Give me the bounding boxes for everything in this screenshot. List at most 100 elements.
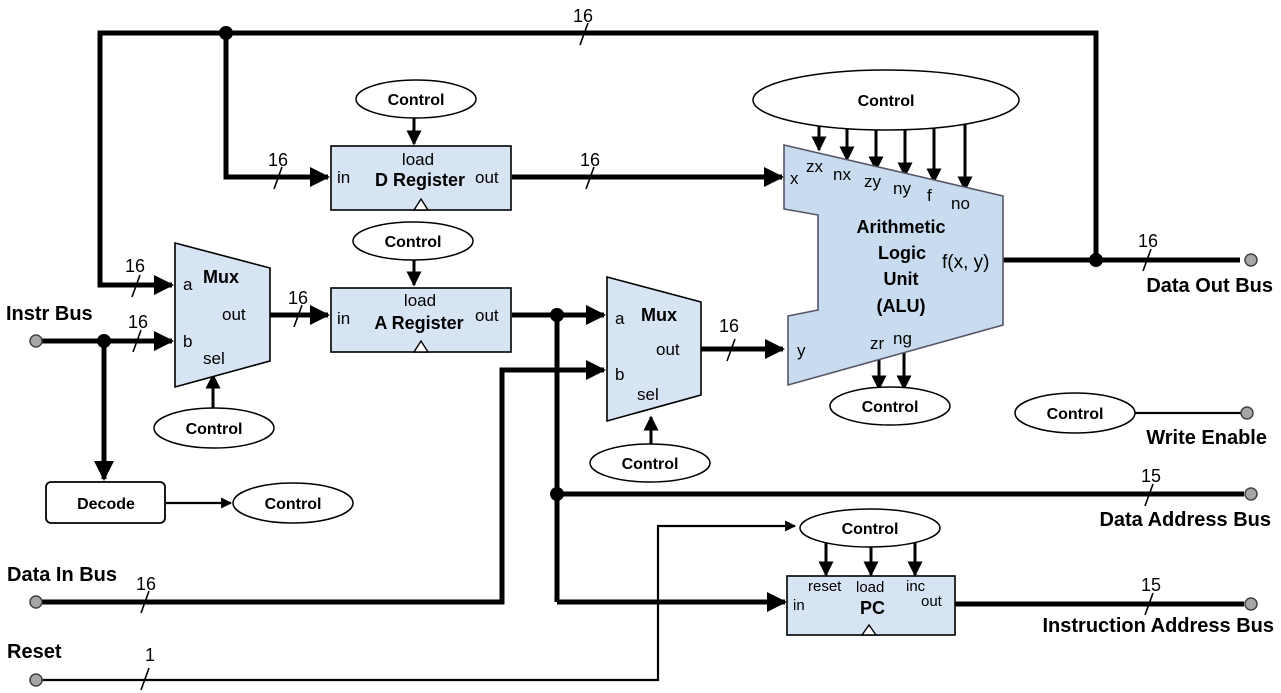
width-instruction-address: 15 [1141,575,1161,595]
width-data-address: 15 [1141,466,1161,486]
alu-line4: (ALU) [877,296,926,316]
pin-data-address-bus[interactable] [1244,487,1258,501]
control-label: Control [186,421,243,438]
control-ellipse [352,221,474,261]
control-write-enable: Control [1014,392,1136,434]
control-label: Control [265,496,322,513]
data-out-bus-label: Data Out Bus [1146,275,1273,297]
mux-1-out: out [222,305,246,324]
width-ticks [131,22,1154,691]
tick [140,667,150,691]
width-reset: 1 [145,645,155,665]
d-register-out: out [475,168,499,187]
controls: Control Control Control Control Control … [153,69,1136,548]
mux-2-a: a [615,309,625,328]
pc-reset: reset [808,578,842,595]
feedback-bus [97,30,1099,295]
pin-reset[interactable] [29,673,43,687]
control-label: Control [842,521,899,538]
control-pc: Control [799,508,941,548]
control-ellipse [232,482,354,524]
reset-label: Reset [7,641,62,663]
d-register-load: load [402,150,434,169]
d-register: in load D Register out [330,145,512,211]
control-label: Control [622,456,679,473]
control-label: Control [862,399,919,416]
width-mux1-out: 16 [288,288,308,308]
a-register-name: A Register [374,313,463,333]
pc-inc: inc [906,578,926,595]
pins [29,253,1258,687]
alu-line3: Unit [884,269,919,289]
control-ellipse [1014,392,1136,434]
d-register-in: in [337,168,350,187]
tick [132,329,142,353]
junction-a-out [550,308,564,322]
control-ellipse [752,69,1020,131]
junctions [97,26,1103,501]
tick [585,166,595,190]
decode-label: Decode [77,496,135,513]
width-alu-out: 16 [1138,231,1158,251]
data-in-bus-label: Data In Bus [7,564,117,586]
control-ellipse [153,407,275,449]
data-address-bus-label: Data Address Bus [1099,509,1271,531]
instruction-address-bus-label: Instruction Address Bus [1042,615,1274,637]
mux-2-b: b [615,365,624,384]
pin-write-enable[interactable] [1240,406,1254,420]
a-register: in load A Register out [330,287,512,353]
tick [726,338,736,362]
pin-data-out-bus[interactable] [1244,253,1258,267]
alu-line1: Arithmetic [856,217,945,237]
pin-instr-bus[interactable] [29,334,43,348]
data-in-wire [42,360,606,605]
control-label: Control [1047,406,1104,423]
control-ellipse [829,386,951,426]
write-enable-label: Write Enable [1146,427,1267,449]
alu-body [783,143,1004,387]
width-feedback: 16 [573,6,593,26]
control-ellipse [799,508,941,548]
width-labels: 16 16 16 16 16 16 16 16 15 15 16 1 [125,6,1161,665]
alu-no: no [951,194,970,213]
feedback-to-d-register [223,33,330,187]
pin-instruction-address-bus[interactable] [1244,597,1258,611]
junction-instr [97,334,111,348]
control-d-register: Control [355,79,477,119]
width-d-in: 16 [268,150,288,170]
control-label: Control [858,93,915,110]
mux-2-sel: sel [637,385,659,404]
alu-x: x [790,169,799,188]
pc-name: PC [860,598,885,618]
mux-1-body [174,241,271,389]
control-decode: Control [232,482,354,524]
control-a-register: Control [352,221,474,261]
alu-ny: ny [893,179,911,198]
d-register-clock [412,197,430,211]
pin-data-in-bus[interactable] [29,595,43,609]
alu: x zx nx zy ny f no Arithmetic Logic Unit… [783,143,1004,387]
junction-data-address [550,487,564,501]
mux-1: Mux a b out sel [174,241,271,389]
width-d-out: 16 [580,150,600,170]
a-register-out: out [475,306,499,325]
alu-output-label: f(x, y) [942,252,990,273]
alu-zy: zy [864,172,882,191]
control-ellipse [589,443,711,483]
mux-2-name: Mux [641,305,677,325]
junction-alu-out [1089,253,1103,267]
tick [1144,483,1154,507]
pc-box [786,575,956,636]
alu-zr: zr [870,334,885,353]
pc-load: load [856,579,884,596]
width-mux1-a: 16 [125,256,145,276]
mux-1-name: Mux [203,267,239,287]
width-mux2-out: 16 [719,316,739,336]
control-alu: Control [752,69,1020,131]
tick [1142,248,1152,272]
tick [1144,592,1154,616]
a-register-in: in [337,309,350,328]
pc-clock [860,623,878,636]
control-mux-2: Control [589,443,711,483]
tick [273,166,283,190]
